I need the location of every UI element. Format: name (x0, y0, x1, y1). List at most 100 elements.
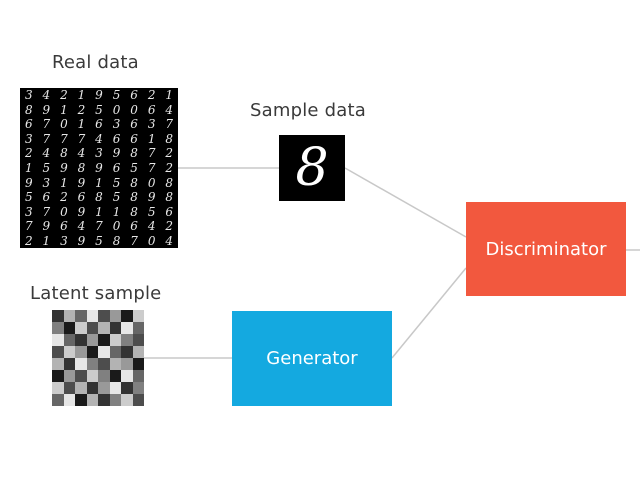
noise-cell (86, 334, 98, 346)
mnist-digit: 1 (95, 175, 103, 190)
noise-cell (132, 394, 144, 406)
mnist-digit: 7 (24, 219, 33, 234)
mnist-digit: 7 (60, 131, 68, 146)
noise-cell (109, 346, 121, 358)
noise-cell (132, 358, 144, 370)
mnist-digit: 6 (130, 131, 138, 146)
noise-cell (132, 370, 144, 382)
generator-label: Generator (266, 348, 358, 369)
mnist-digit: 2 (77, 102, 86, 117)
mnist-digit: 4 (165, 233, 174, 248)
noise-cell (63, 346, 75, 358)
mnist-digit: 7 (147, 160, 156, 175)
mnist-digit: 6 (60, 219, 68, 234)
mnist-digit: 9 (77, 233, 86, 248)
mnist-digit: 2 (60, 88, 68, 103)
noise-cell (132, 310, 144, 322)
noise-cell (109, 358, 121, 370)
mnist-digit: 1 (147, 131, 156, 146)
sample-data-image: 8 (279, 135, 345, 201)
mnist-digit: 7 (77, 131, 86, 146)
latent-sample-image (52, 310, 144, 406)
mnist-digit: 6 (165, 204, 174, 219)
mnist-digit: 6 (130, 219, 138, 234)
mnist-digit: 2 (24, 146, 33, 161)
noise-cell (121, 310, 133, 322)
noise-cell (63, 334, 75, 346)
noise-cell (132, 334, 144, 346)
noise-cell (121, 334, 133, 346)
mnist-digit: 1 (112, 204, 121, 219)
mnist-digit: 3 (112, 117, 121, 132)
mnist-digit: 9 (77, 204, 86, 219)
mnist-digit: 9 (42, 219, 51, 234)
noise-cell (63, 310, 75, 322)
mnist-digit: 1 (165, 88, 174, 103)
noise-cell (109, 382, 121, 394)
mnist-digit: 7 (95, 219, 103, 234)
mnist-digit: 8 (77, 160, 86, 175)
noise-cell (75, 370, 87, 382)
mnist-digit: 9 (42, 102, 51, 117)
mnist-digit: 5 (147, 204, 156, 219)
noise-cell (52, 334, 64, 346)
mnist-digit: 9 (24, 175, 33, 190)
mnist-digit: 6 (147, 102, 156, 117)
mnist-digit: 8 (165, 131, 174, 146)
noise-cell (52, 322, 64, 334)
noise-cell (98, 310, 110, 322)
noise-cell (75, 382, 87, 394)
noise-cell (132, 346, 144, 358)
mnist-digit: 0 (112, 102, 121, 117)
noise-cell (98, 382, 110, 394)
mnist-digit: 8 (112, 233, 121, 248)
discriminator-box: Discriminator (466, 202, 626, 296)
mnist-digit: 8 (130, 175, 138, 190)
mnist-digit: 6 (77, 190, 86, 205)
mnist-digit: 7 (42, 131, 51, 146)
mnist-digit: 4 (42, 146, 51, 161)
noise-cell (52, 346, 64, 358)
mnist-digit: 2 (60, 190, 68, 205)
noise-cell (121, 358, 133, 370)
noise-cell (63, 358, 75, 370)
noise-cell (98, 370, 110, 382)
mnist-digit: 0 (130, 102, 138, 117)
mnist-digit: 2 (147, 88, 156, 103)
mnist-digit: 3 (60, 233, 68, 248)
mnist-digit: 9 (112, 146, 121, 161)
noise-cell (132, 382, 144, 394)
mnist-digit: 4 (77, 146, 86, 161)
noise-cell (98, 358, 110, 370)
noise-cell (75, 394, 87, 406)
mnist-digit: 2 (165, 160, 174, 175)
mnist-digit: 5 (130, 160, 138, 175)
mnist-digit: 4 (147, 219, 156, 234)
mnist-digit: 4 (95, 131, 103, 146)
noise-cell (86, 358, 98, 370)
noise-cell (52, 358, 64, 370)
mnist-digit: 0 (60, 204, 68, 219)
mnist-digit: 5 (24, 190, 33, 205)
mnist-digit: 9 (77, 175, 86, 190)
mnist-digit: 2 (165, 146, 174, 161)
mnist-digit: 8 (60, 146, 68, 161)
noise-cell (86, 394, 98, 406)
mnist-digit: 9 (95, 88, 103, 103)
mnist-digit: 1 (77, 88, 86, 103)
noise-cell (121, 394, 133, 406)
noise-cell (98, 334, 110, 346)
noise-cell (75, 346, 87, 358)
mnist-digit: 4 (165, 102, 174, 117)
noise-cell (86, 382, 98, 394)
mnist-digit: 7 (42, 204, 51, 219)
noise-cell (63, 394, 75, 406)
mnist-digit: 4 (77, 219, 86, 234)
mnist-digit: 1 (95, 204, 103, 219)
noise-cell (109, 334, 121, 346)
mnist-digit: 5 (95, 233, 103, 248)
sample-data-label: Sample data (250, 100, 366, 121)
mnist-digit: 9 (147, 190, 156, 205)
mnist-digit: 2 (24, 233, 33, 248)
